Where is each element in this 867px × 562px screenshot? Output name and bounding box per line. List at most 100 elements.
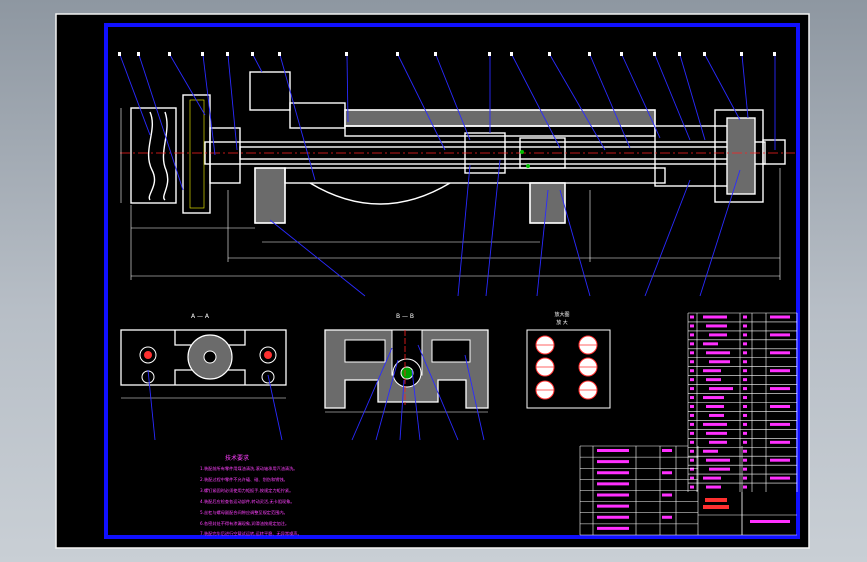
parts-qty-mark — [743, 315, 747, 319]
detail-title: 放大图 — [554, 311, 569, 318]
note-5: 5.丝杠与螺母副配合间隙应调整至规定范围内。 — [200, 509, 288, 516]
parts-qty-mark — [743, 342, 747, 346]
section-b-title: B — B — [396, 313, 414, 320]
title-text-mark — [662, 493, 672, 497]
title-text-mark — [662, 449, 672, 452]
parts-no-mark — [690, 413, 694, 417]
parts-text-mark — [770, 369, 790, 373]
motor-housing — [130, 107, 177, 204]
company-mark — [750, 520, 790, 523]
lower-housing — [284, 167, 666, 184]
technical-notes: 技术要求 1.装配前所有零件用煤油清洗,滚动轴承用汽油清洗。 2.装配过程中零件… — [200, 454, 302, 537]
parts-text-mark — [706, 351, 730, 355]
parts-no-mark — [690, 369, 694, 373]
parts-text-mark — [703, 396, 724, 400]
parts-no-mark — [690, 476, 694, 480]
highlight-marker — [520, 150, 524, 154]
parts-no-mark — [690, 422, 694, 426]
lower-right-support-hatch — [529, 182, 566, 224]
parts-text-mark — [703, 476, 721, 480]
title-text-mark — [597, 526, 629, 530]
parts-text-mark — [709, 360, 730, 364]
lower-right-support — [529, 182, 566, 224]
title-text-mark — [597, 482, 629, 486]
title-text-mark — [597, 471, 629, 475]
parts-text-mark — [770, 422, 790, 426]
dimension-lines — [120, 108, 781, 280]
parts-no-mark — [690, 467, 694, 471]
parts-qty-mark — [743, 413, 747, 417]
gear-hatch — [726, 117, 756, 195]
parts-no-mark — [690, 485, 694, 489]
parts-no-mark — [690, 387, 694, 391]
parts-qty-mark — [743, 378, 747, 382]
drawing-name-mark — [705, 498, 727, 502]
note-2: 2.装配过程中零件不允许磕、碰、划伤和锈蚀。 — [200, 476, 288, 483]
top-leader-lines — [119, 54, 776, 191]
parts-no-mark — [690, 378, 694, 382]
note-1: 1.装配前所有零件用煤油清洗,滚动轴承用汽油清洗。 — [200, 465, 297, 472]
parts-no-mark — [690, 431, 694, 435]
parts-text-mark — [703, 342, 718, 346]
parts-text-mark — [709, 413, 724, 417]
parts-text-mark — [706, 485, 721, 489]
parts-no-mark — [690, 458, 694, 462]
title-text-mark — [662, 471, 672, 475]
parts-no-mark — [690, 324, 694, 328]
detail-subtitle: 放 大 — [556, 319, 568, 326]
upper-housing-hatch — [344, 109, 656, 127]
parts-qty-mark — [743, 333, 747, 337]
section-b-b: B — B — [324, 313, 489, 441]
parts-qty-mark — [743, 369, 747, 373]
parts-text-mark — [770, 351, 790, 355]
enlarged-detail: 放大图 放 大 — [526, 311, 611, 409]
parts-text-mark — [703, 315, 727, 319]
highlight-marker-2 — [526, 164, 530, 168]
title-text-mark — [597, 460, 629, 464]
parts-text-mark — [770, 476, 790, 480]
inner-frame — [104, 23, 800, 539]
parts-no-mark — [690, 440, 694, 444]
parts-text-mark — [703, 369, 721, 373]
parts-text-mark — [706, 324, 727, 328]
flange-hatch — [189, 99, 205, 209]
parts-no-mark — [690, 405, 694, 408]
parts-text-mark — [770, 440, 790, 444]
title-text-mark — [597, 449, 629, 452]
parts-no-mark — [690, 396, 694, 400]
parts-text-mark — [706, 431, 727, 435]
title-text-mark — [597, 504, 629, 508]
parts-text-mark — [706, 405, 724, 408]
parts-text-mark — [703, 449, 718, 453]
parts-text-mark — [709, 440, 727, 444]
title-text-mark — [662, 515, 672, 519]
parts-qty-mark — [743, 449, 747, 453]
drawing-sheet — [55, 13, 810, 549]
guide-arc — [309, 182, 451, 205]
parts-text-mark — [706, 378, 721, 382]
lower-left-support-hatch — [254, 167, 286, 224]
bottom-leader-lines — [269, 159, 741, 297]
title-text-mark — [597, 515, 629, 519]
title-block — [579, 445, 797, 536]
parts-text-mark — [703, 422, 727, 426]
parts-text-mark — [706, 458, 730, 462]
parts-text-mark — [709, 387, 733, 391]
parts-list — [687, 312, 798, 492]
parts-qty-mark — [743, 485, 747, 489]
parts-text-mark — [770, 387, 790, 391]
parts-text-mark — [770, 333, 790, 337]
parts-no-mark — [690, 351, 694, 355]
parts-no-mark — [690, 449, 694, 453]
main-assembly-view — [120, 71, 795, 224]
parts-qty-mark — [743, 396, 747, 400]
note-7: 7.装配完毕后进行空载试运转,运转平稳、无异常噪声。 — [200, 530, 302, 537]
note-3: 3.螺钉紧固时必须使用力矩扳手,按规定力矩拧紧。 — [200, 487, 293, 494]
parts-qty-mark — [743, 360, 747, 364]
title-text-mark — [597, 493, 629, 497]
parts-qty-mark — [743, 440, 747, 444]
parts-qty-mark — [743, 324, 747, 328]
drawing-name-mark-2 — [703, 505, 729, 509]
